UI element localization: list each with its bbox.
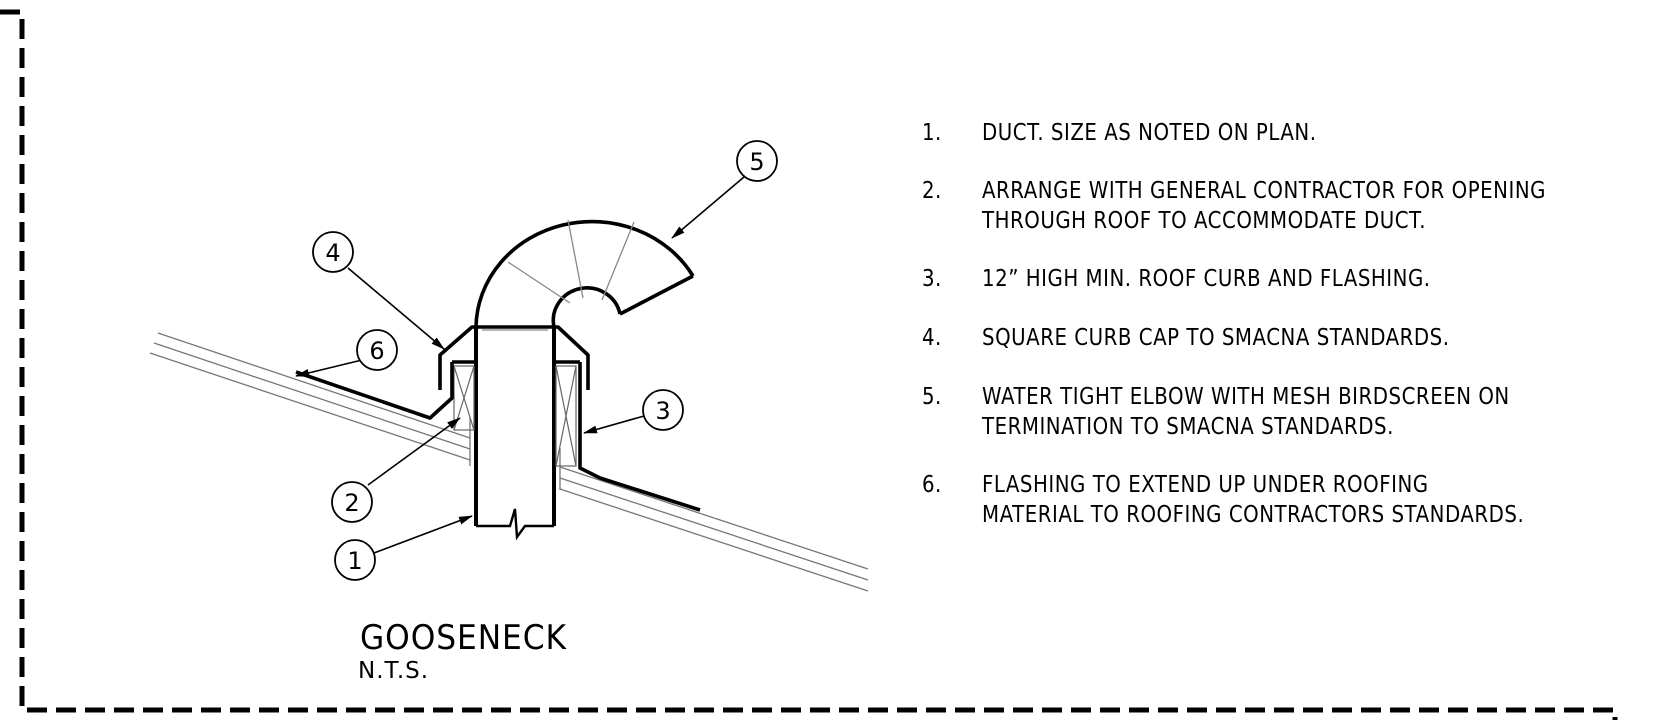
duct (474, 328, 556, 541)
note-number: 6. (922, 472, 942, 498)
note-text: THROUGH ROOF TO ACCOMMODATE DUCT. (982, 208, 1427, 234)
svg-text:2: 2 (344, 489, 359, 517)
note-text: ARRANGE WITH GENERAL CONTRACTOR FOR OPEN… (982, 178, 1546, 204)
callout-1: 1 (334, 539, 376, 581)
note-text: FLASHING TO EXTEND UP UNDER ROOFING (982, 472, 1429, 498)
note-text: TERMINATION TO SMACNA STANDARDS. (982, 414, 1394, 440)
callout-leaders (295, 176, 745, 554)
svg-text:5: 5 (749, 148, 764, 176)
roof-deck-lines (149, 332, 869, 592)
svg-text:1: 1 (347, 547, 362, 575)
callout-5: 5 (736, 140, 778, 182)
leader-6 (295, 359, 363, 377)
note-text: 12” HIGH MIN. ROOF CURB AND FLASHING. (982, 266, 1431, 292)
leader-1 (373, 515, 473, 554)
note-text: SQUARE CURB CAP TO SMACNA STANDARDS. (982, 325, 1450, 351)
callout-3: 3 (642, 389, 684, 431)
note-number: 4. (922, 325, 942, 351)
svg-text:4: 4 (325, 239, 340, 267)
leader-3 (583, 415, 645, 434)
note-text: WATER TIGHT ELBOW WITH MESH BIRDSCREEN O… (982, 384, 1510, 410)
note-text: MATERIAL TO ROOFING CONTRACTORS STANDARD… (982, 502, 1525, 528)
callout-6: 6 (356, 329, 398, 371)
note-number: 3. (922, 266, 942, 292)
svg-text:3: 3 (655, 397, 670, 425)
curb-cap-and-flashing (295, 325, 701, 512)
roof-curb (453, 365, 577, 467)
sheet-border-dashed (0, 9, 1618, 720)
callout-bubbles: 1 2 3 4 5 6 (312, 140, 778, 581)
gooseneck-elbow (474, 219, 695, 328)
note-number: 5. (922, 384, 942, 410)
leader-5 (671, 176, 745, 239)
note-text: DUCT. SIZE AS NOTED ON PLAN. (982, 120, 1317, 146)
leader-2 (367, 417, 461, 486)
callout-4: 4 (312, 231, 354, 273)
note-number: 2. (922, 178, 942, 204)
svg-text:6: 6 (369, 337, 384, 365)
note-number: 1. (922, 120, 942, 146)
callout-2: 2 (331, 481, 373, 523)
drawing-scale: N.T.S. (358, 658, 430, 684)
leader-4 (347, 267, 445, 350)
drawing-title: GOOSENECK (360, 618, 567, 658)
